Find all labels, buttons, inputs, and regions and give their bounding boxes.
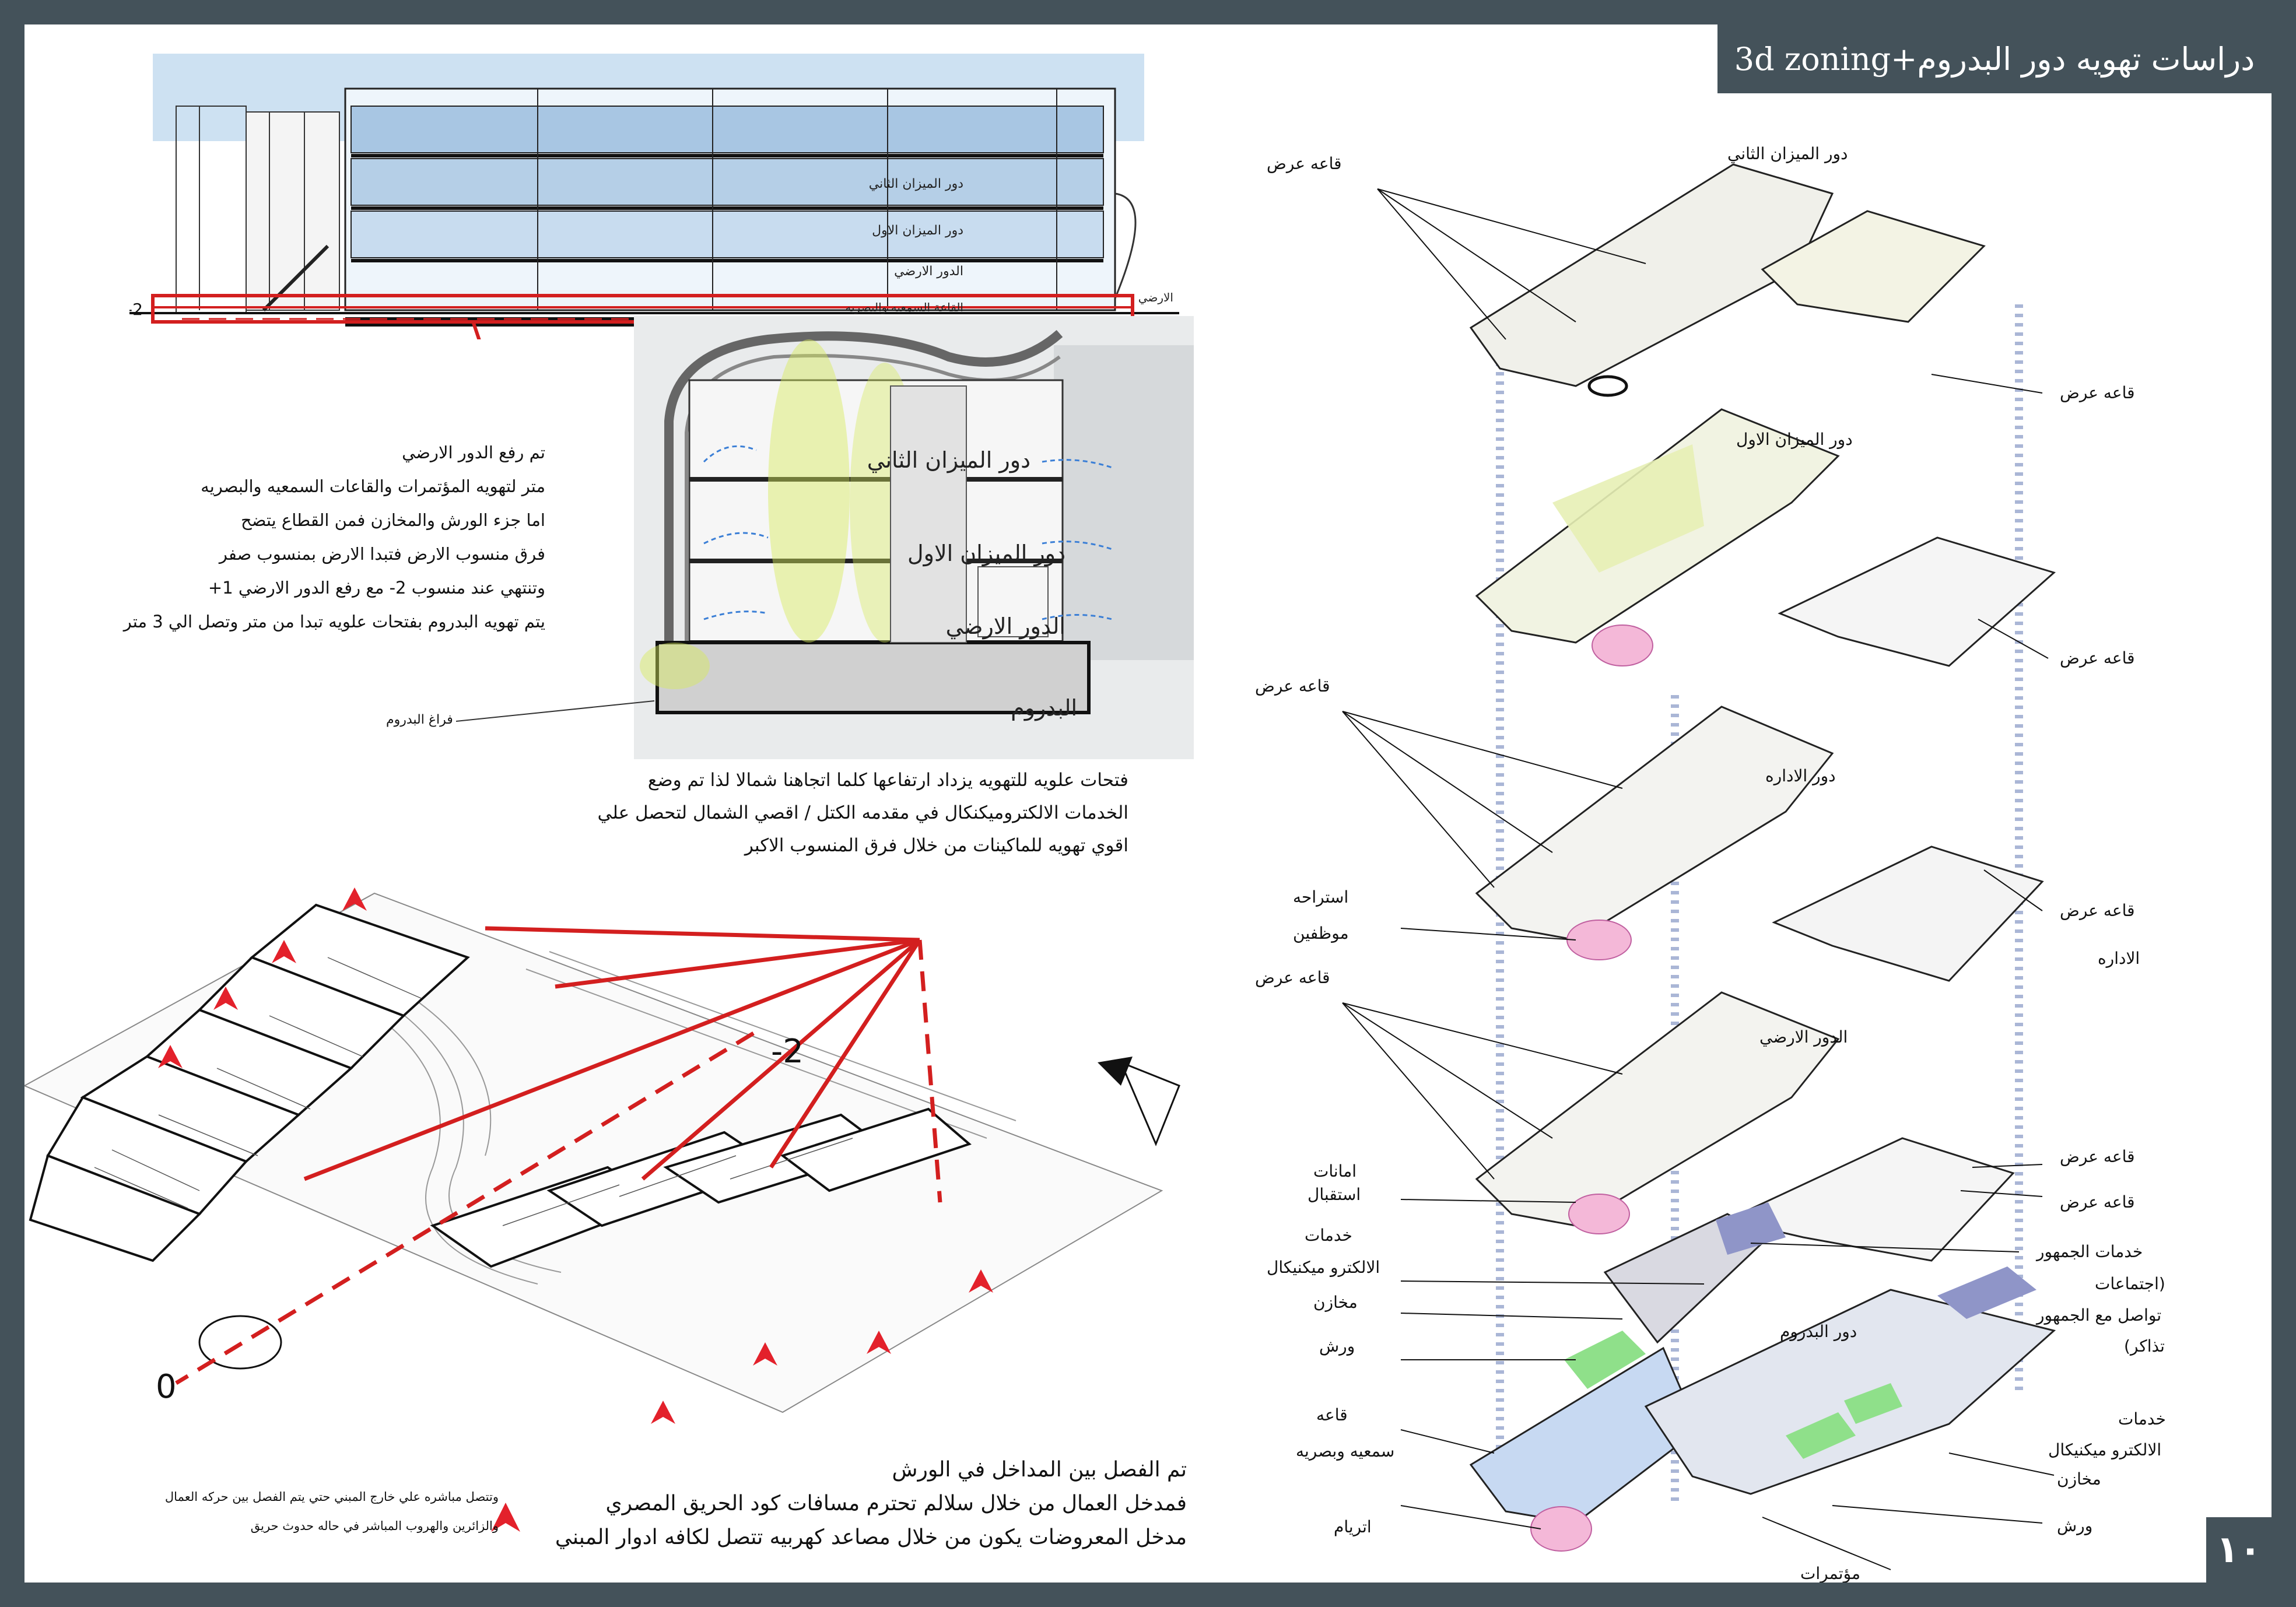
building-section: دور الميزان الثاني دور الميزان الاول الد… <box>634 316 1194 759</box>
elevation-floor-label-g: الدور الارضي <box>894 264 963 279</box>
section-floor-basement: البدروم <box>1011 695 1077 721</box>
zoning-right-label: مخازن <box>2057 1469 2101 1489</box>
zoning-right-label: مؤتمرات <box>1800 1564 1861 1583</box>
ventilation-note-line: فرق منسوب الارض فتبدا الارض بمنسوب صفر <box>219 544 545 564</box>
basement-void-label: فراغ البدروم <box>386 713 453 727</box>
ventilation-note: تم رفع الدور الارضي متر لتهويه المؤتمرات… <box>67 436 545 638</box>
legend-note: وتتصل مباشره علي خارج المبني حتي يتم الف… <box>55 1482 499 1541</box>
plan-level-minus2: -2 <box>771 1033 804 1071</box>
section-floor-m1: دور الميزان الاول <box>907 541 1065 567</box>
page-number: ١٠ <box>2206 1517 2272 1583</box>
entrances-note-line: فمدخل العمال من خلال سلالم تحترم مسافات … <box>605 1492 1187 1515</box>
entrance-marker-icon <box>491 1503 520 1532</box>
ventilation-note-line: تم رفع الدور الارضي <box>402 443 545 462</box>
zoning-right-label: خدمات الجمهور <box>2036 1242 2143 1261</box>
zoning-left-label: خدمات <box>1305 1226 1352 1245</box>
zoning-left-label: اتريام <box>1334 1517 1372 1536</box>
zoning-right-label: قاعه عرض <box>2060 901 2135 920</box>
ventilation-note-line: يتم تهويه البدروم بفتحات علويه تبدا من م… <box>123 612 545 631</box>
elevation-floor-label-av: القاعة السمعيه والبصريه <box>845 300 963 314</box>
zoning-right-label: تواصل مع الجمهور <box>2036 1306 2162 1325</box>
exploded-zoning-diagram <box>1342 163 2056 1570</box>
zoning-left-label: امانات <box>1313 1162 1356 1181</box>
zoning-right-label: الالكترو ميكنيكال <box>2048 1440 2162 1459</box>
ground-plan-perspective: -2 0 <box>24 887 1180 1424</box>
zoning-left-label: موظفين <box>1293 924 1349 943</box>
zoning-left-label: الالكترو ميكنيكال <box>1267 1258 1380 1277</box>
openings-note-line: اقوي تهويه للماكينات من خلال فرق المنسوب… <box>744 835 1128 856</box>
plan-level-zero: 0 <box>156 1368 177 1406</box>
zoning-floor-m1: دور الميزان الاول <box>1736 430 1853 449</box>
zoning-floor-basement: دور البدروم <box>1780 1322 1857 1341</box>
section-floor-ground: الدور الارضي <box>946 613 1065 640</box>
zoning-right-label: (اجتماعات <box>2095 1274 2165 1293</box>
ventilation-note-line: وتنتهي عند منسوب 2- مع رفع الدور الارضي … <box>208 578 545 598</box>
legend-note-line: وتتصل مباشره علي خارج المبني حتي يتم الف… <box>164 1490 499 1504</box>
section-floor-m2: دور الميزان الثاني <box>867 447 1030 473</box>
entrances-note: تم الفصل بين المداخل في الورش فمدخل العم… <box>370 1453 1187 1555</box>
elevation-floor-label-1: دور الميزان الاول <box>872 223 963 238</box>
openings-note-line: فتحات علويه للتهويه يزداد ارتفاعها كلما … <box>647 770 1128 791</box>
level-minus2-label: -2 <box>129 300 143 319</box>
zoning-left-label: مخازن <box>1313 1293 1358 1312</box>
zoning-left-label: قاعه <box>1316 1405 1348 1424</box>
zoning-left-label: استراحه <box>1293 887 1349 907</box>
zoning-left-label: قاعه عرض <box>1255 676 1330 696</box>
zoning-left-label: قاعه عرض <box>1255 968 1330 987</box>
zoning-left-label: ورش <box>1319 1336 1355 1356</box>
zoning-left-label: استقبال <box>1308 1185 1361 1204</box>
zoning-floor-ground: الدور الارضي <box>1759 1027 1848 1047</box>
zoning-left-label: قاعه عرض <box>1267 154 1342 173</box>
ventilation-note-line: اما جزء الورش والمخازن فمن القطاع يتضح <box>241 510 545 530</box>
building-elevation: -2 دور الميزان الثاني دور الميزان الاول … <box>129 54 1179 339</box>
zoning-left-label: سمعيه وبصريه <box>1296 1441 1395 1461</box>
zoning-right-label: قاعه عرض <box>2060 383 2135 402</box>
zoning-right-label: خدمات <box>2118 1409 2166 1429</box>
sheet: 3d zoning+دراسات تهويه دور البدروم -2 دو… <box>24 24 2272 1583</box>
elevation-floor-label-2: دور الميزان الثاني <box>869 177 963 191</box>
zoning-floor-admin: دور الاداره <box>1765 766 1836 785</box>
basement-void-leader <box>456 700 655 722</box>
page-title: 3d zoning+دراسات تهويه دور البدروم <box>1717 24 2272 93</box>
legend-note-line: والزائرين والهروب المباشر في حاله حدوث ح… <box>250 1519 499 1533</box>
zoning-right-label: قاعه عرض <box>2060 648 2135 668</box>
zoning-right-label: ورش <box>2057 1516 2093 1535</box>
openings-note-line: الخدمات الالكتروميكنكال في مقدمه الكتل /… <box>597 802 1129 823</box>
zoning-floor-m2: دور الميزان الثاني <box>1727 144 1848 163</box>
entrances-note-line: تم الفصل بين المداخل في الورش <box>892 1458 1187 1482</box>
entrances-note-line: مدخل المعروضات يكون من خلال مصاعد كهربيه… <box>555 1525 1187 1549</box>
ventilation-note-line: متر لتهويه المؤتمرات والقاعات السمعيه وا… <box>201 476 545 496</box>
zoning-right-label: الاداره <box>2098 949 2140 968</box>
zoning-right-label: تذاكر) <box>2124 1336 2165 1356</box>
elevation-floor-label-ground: الارضي <box>1138 290 1173 305</box>
zoning-right-label: قاعه عرض <box>2060 1192 2135 1212</box>
openings-note: فتحات علويه للتهويه يزداد ارتفاعها كلما … <box>545 764 1129 862</box>
zoning-right-label: قاعه عرض <box>2060 1147 2135 1166</box>
